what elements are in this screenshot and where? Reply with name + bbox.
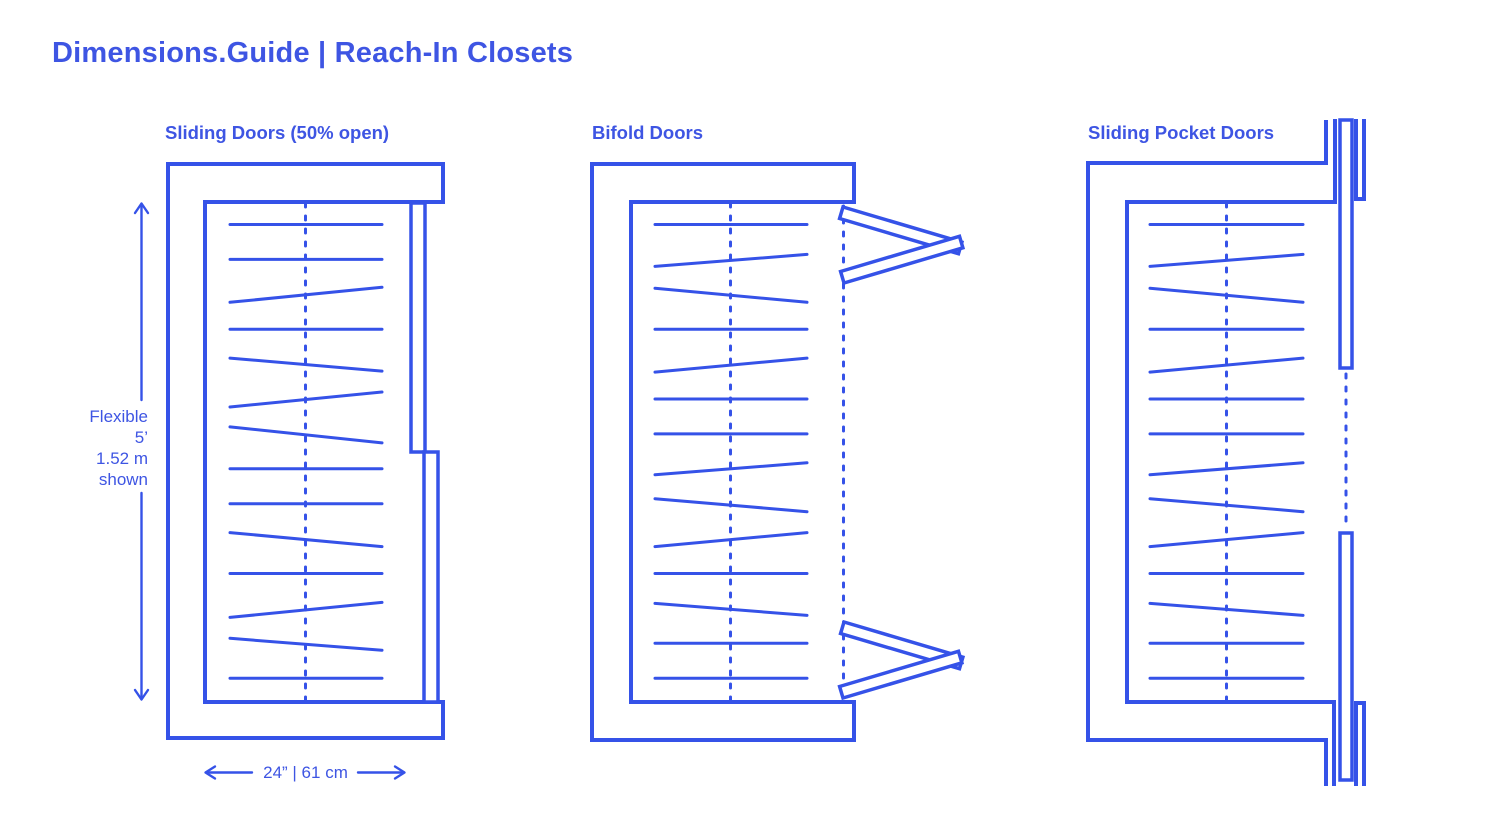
hanger-line [228,531,384,549]
closet-wall-inner [1125,119,1337,786]
pocket-door-panel-top [1338,118,1354,370]
hanger-line [228,285,384,304]
hanger-line [228,390,384,409]
hanger-line [228,356,384,373]
hanger-line [1148,252,1305,268]
bifold-door-panel-bottom-b [837,649,965,701]
hanger-line [653,601,809,617]
hanger-line [1148,531,1305,549]
hanger-line [653,461,809,477]
hanger-line [1148,286,1305,304]
bifold-door-panel-top-b [838,234,966,286]
hanger-line [653,252,809,268]
front-wall-above-opening [1354,119,1366,201]
closet-wall-outer [1086,120,1328,786]
bifold-doors-diagram [590,162,966,742]
sliding-door-panel-inner [409,201,427,454]
clothes-hanger-lines [653,223,809,680]
pocket-door-panel-bottom [1338,531,1354,782]
hanger-line [653,286,809,304]
sliding-door-panel-outer [422,450,440,704]
hanger-line [1148,461,1305,477]
width-dimension-arrow [204,765,406,780]
height-dimension-line1: Flexible [89,407,148,426]
diagram-label-bifold-doors: Bifold Doors [592,122,703,143]
hanger-line [1148,601,1305,617]
hanger-line [228,600,384,619]
width-dimension-label: 24” | 61 cm [263,763,348,782]
height-dimension-line2: 5’ [134,428,148,447]
clothes-hanger-lines [228,223,384,680]
height-dimension-arrow [133,202,150,701]
sliding-doors-diagram [133,162,445,780]
page-title: Dimensions.Guide | Reach-In Closets [52,37,574,69]
height-dimension-label: Flexible 5’ 1.52 m shown [60,406,148,490]
hanger-line [1148,497,1305,514]
closet-wall [166,162,445,740]
pocket-doors-diagram [1086,118,1366,786]
hanger-line [1148,356,1305,374]
hanger-line [228,425,384,445]
height-dimension-line4: shown [98,470,148,489]
hanger-line [653,497,809,514]
hanger-line [653,531,809,549]
diagram-label-sliding-doors: Sliding Doors (50% open) [165,122,390,143]
height-dimension-line3: 1.52 m [96,449,148,468]
hanger-line [653,356,809,374]
clothes-hanger-lines [1148,223,1305,680]
diagram-label-pocket-doors: Sliding Pocket Doors [1088,122,1275,143]
hanger-line [228,636,384,652]
closet-wall [590,162,856,742]
front-wall-below-opening [1354,701,1366,786]
